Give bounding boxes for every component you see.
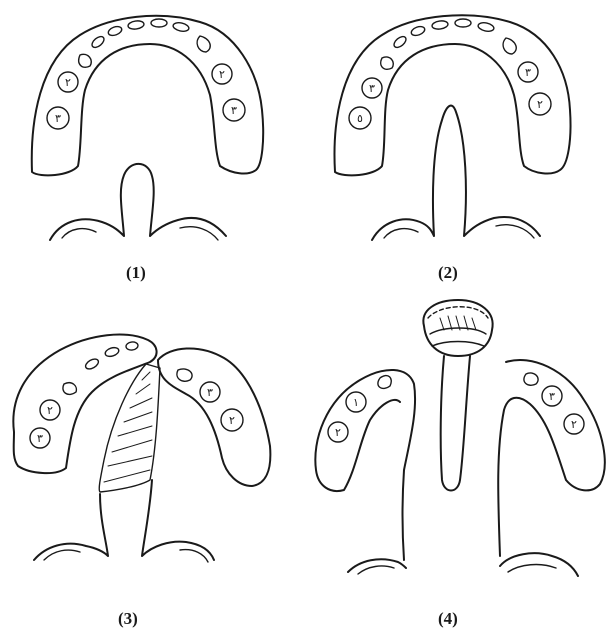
- panel-label: (4): [438, 609, 458, 628]
- panel-2: ٣ ٥ ٣ ٢ (2): [335, 15, 571, 282]
- tooth-left-1: ٢: [40, 400, 60, 420]
- dental-arch-outline: [32, 16, 263, 176]
- tooth-right-2: ٢: [529, 93, 551, 115]
- tooth-left-2: ٥: [349, 107, 371, 129]
- tooth-number: ٣: [231, 104, 237, 117]
- panel-label: (3): [118, 609, 138, 628]
- panel-4: ١ ٢ ٣ ٢ (4): [315, 300, 604, 628]
- tooth-right-2: ٢: [564, 414, 584, 434]
- tooth-number: ٣: [369, 82, 375, 95]
- panel-3: ٢ ٣ ٣ ٢ (3): [13, 335, 270, 628]
- tooth-left-2: ٣: [47, 107, 69, 129]
- tooth-left-1: ١: [346, 392, 366, 412]
- tooth-number: ٣: [37, 432, 43, 445]
- tooth-left-1: ٣: [362, 78, 382, 98]
- cleft-outline: [34, 480, 214, 560]
- tooth-left-2: ٢: [328, 422, 348, 442]
- panel-label: (2): [438, 263, 458, 282]
- tooth-right-1: ٣: [518, 62, 538, 82]
- tooth-number: ٣: [55, 112, 61, 125]
- tooth-number: ٢: [219, 68, 225, 81]
- tooth-number: ١: [353, 396, 359, 409]
- tooth-number: ٢: [47, 404, 53, 417]
- tooth-right-2: ٢: [221, 409, 243, 431]
- dental-arch-segment-left: [13, 335, 156, 474]
- panel-1: ٢ ٣ ٢ ٣ (1): [32, 16, 263, 282]
- dental-arch-outline: [335, 15, 571, 175]
- tooth-right-1: ٢: [212, 64, 232, 84]
- tooth-number: ٢: [65, 76, 71, 89]
- tooth-sockets: [378, 373, 538, 389]
- tooth-left-2: ٣: [30, 428, 50, 448]
- tooth-number: ٣: [207, 386, 213, 399]
- tooth-right-2: ٣: [223, 99, 245, 121]
- cleft-outline: [372, 106, 540, 240]
- tooth-right-1: ٣: [542, 386, 562, 406]
- vomer: [441, 356, 470, 491]
- tooth-left-1: ٢: [58, 72, 78, 92]
- tooth-number: ٣: [525, 66, 531, 79]
- tooth-number: ٢: [229, 414, 235, 427]
- tooth-number: ٢: [335, 426, 341, 439]
- dental-arch-segment-right: [158, 348, 270, 486]
- hatch-lines: [104, 372, 152, 482]
- hatched-cleft-region: [99, 364, 160, 492]
- tooth-number: ٢: [537, 98, 543, 111]
- tooth-number: ٢: [571, 418, 577, 431]
- panel-label: (1): [126, 263, 146, 282]
- tooth-right-1: ٣: [200, 382, 220, 402]
- tooth-number: ٣: [549, 390, 555, 403]
- tooth-number: ٥: [357, 112, 363, 125]
